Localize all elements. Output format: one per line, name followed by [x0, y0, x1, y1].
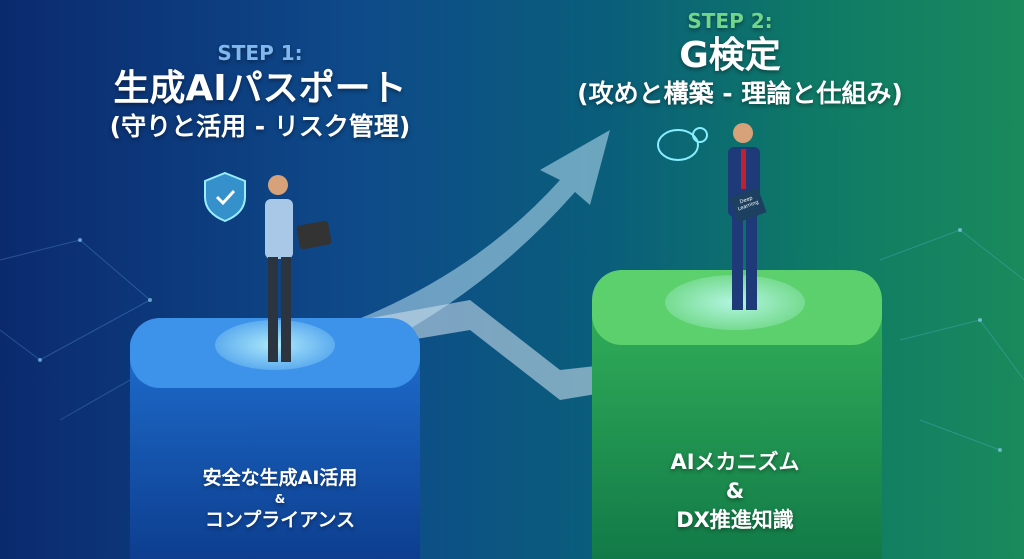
step2-subtitle: (攻めと構築 - 理論と仕組み) [577, 79, 903, 108]
step1-label: STEP 1: [217, 41, 303, 65]
step1-footer-amp: & [274, 492, 286, 506]
step1-footer-line2: コンプライアンス [204, 509, 356, 531]
growth-arrow [330, 130, 610, 360]
step1-footer-line1: 安全な生成AI活用 [202, 467, 358, 489]
person-step2 [657, 123, 760, 310]
shield-icon [204, 171, 246, 223]
step2-footer-line2: DX推進知識 [676, 508, 794, 532]
person-step1 [204, 171, 332, 362]
step2-footer-amp: & [725, 479, 745, 503]
step2-title: G検定 [679, 35, 781, 76]
step2-label: STEP 2: [687, 9, 773, 33]
step1-title: 生成AIパスポート [113, 68, 407, 109]
step2-footer-line1: AIメカニズム [670, 450, 800, 474]
step1-subtitle: (守りと活用 - リスク管理) [109, 112, 411, 141]
brain-gear-icon [657, 127, 708, 161]
